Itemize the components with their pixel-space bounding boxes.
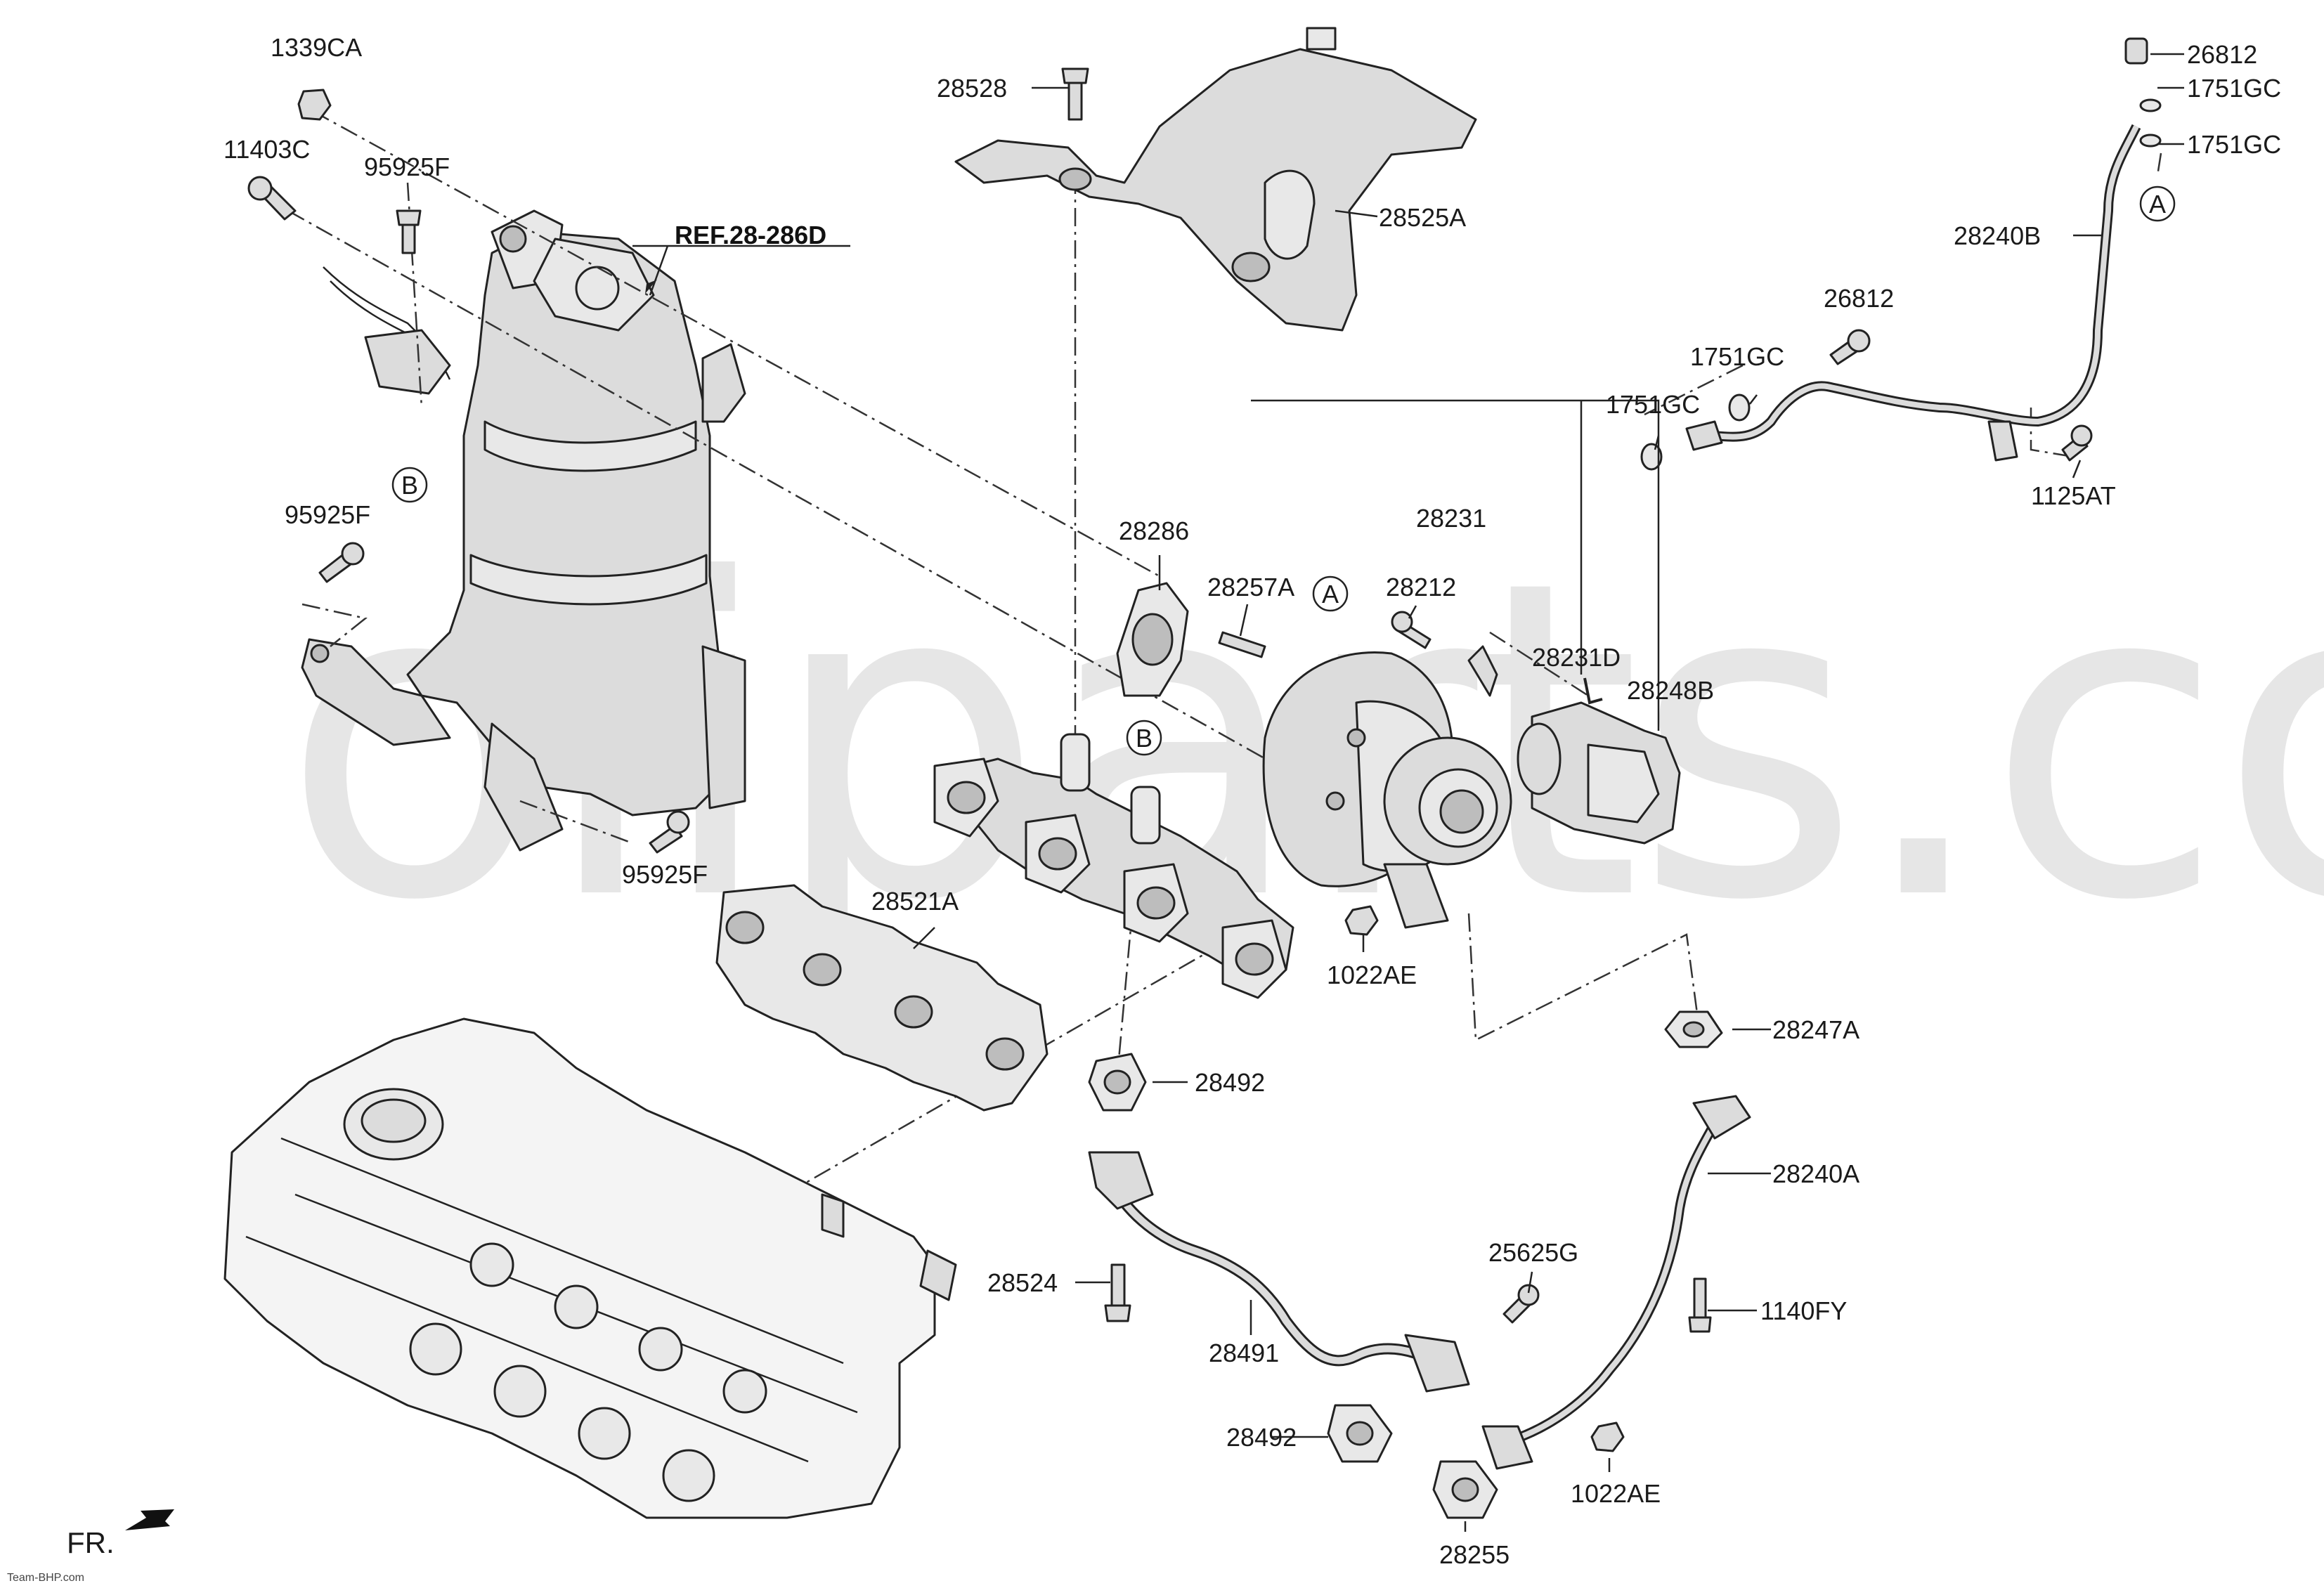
gasket-28255 [1432, 1460, 1498, 1519]
front-direction-indicator: FR. [67, 1509, 174, 1559]
label-1022AE-bot: 1022AE [1571, 1479, 1661, 1508]
footer-brand: Team-BHP.com [7, 1572, 84, 1584]
label-1125AT: 1125AT [2031, 481, 2116, 510]
label-1140FY: 1140FY [1760, 1296, 1847, 1325]
turbo-gasket [1116, 582, 1189, 697]
label-28525A: 28525A [1379, 203, 1466, 232]
label-28231: 28231 [1416, 504, 1486, 533]
label-28255: 28255 [1439, 1540, 1510, 1569]
label-28212: 28212 [1386, 573, 1456, 601]
nut-1339CA [297, 89, 332, 121]
label-95925F-mid: 95925F [285, 500, 370, 529]
callout-a-top-right: A [2139, 186, 2176, 222]
label-26812-mid: 26812 [1824, 284, 1894, 313]
bolt-95925F-mid [318, 542, 365, 583]
turbocharger [1262, 645, 1512, 929]
manifold-gasket [715, 884, 1049, 1112]
label-1022AE-top: 1022AE [1327, 961, 1417, 989]
label-28248B: 28248B [1627, 676, 1714, 705]
front-label: FR. [67, 1526, 115, 1559]
label-28491: 28491 [1209, 1339, 1279, 1367]
label-1751GC-2: 1751GC [2187, 130, 2281, 159]
label-1751GC-3: 1751GC [1690, 342, 1784, 371]
label-1339CA: 1339CA [271, 33, 362, 62]
label-28231D: 28231D [1532, 643, 1621, 672]
svg-text:A: A [2149, 190, 2166, 219]
bolt-28212 [1391, 611, 1432, 649]
alignment-line [1489, 631, 1589, 697]
bolt-95925F-bot [649, 810, 690, 854]
leader-lines [632, 53, 2184, 1532]
oil-feed-pipe [1685, 37, 2162, 462]
bolt-28528 [1061, 67, 1089, 121]
label-28528: 28528 [937, 74, 1007, 103]
wastegate-actuator [1517, 701, 1681, 845]
cylinder-head [223, 1017, 957, 1519]
gasket-28492-top [1088, 1053, 1147, 1112]
label-28247A: 28247A [1772, 1015, 1859, 1044]
label-28257A: 28257A [1207, 573, 1294, 601]
nut-1022AE-bot [1590, 1421, 1625, 1452]
washer-1751GC-4 [1640, 443, 1663, 471]
label-28240A: 28240A [1772, 1159, 1859, 1188]
bolt-1140FY [1688, 1277, 1712, 1333]
front-arrow-icon [125, 1509, 174, 1530]
svg-text:A: A [1322, 580, 1339, 608]
nut-1022AE-top [1344, 905, 1379, 936]
alignment-line [519, 800, 633, 845]
label-95925F-top: 95925F [364, 152, 450, 181]
gasket-28247A [1664, 1010, 1723, 1048]
gasket-28492-bottom [1327, 1404, 1393, 1463]
ref-label: REF.28-286D [675, 221, 826, 249]
alignment-line [287, 209, 1329, 795]
svg-text:B: B [1136, 724, 1153, 753]
svg-text:B: B [401, 471, 418, 500]
bolt-11403C [247, 176, 297, 221]
exhaust-manifold [933, 733, 1294, 999]
callout-b-manifold: B [1126, 720, 1162, 756]
bolt-25625G [1502, 1284, 1540, 1324]
oil-return-pipe [1481, 1095, 1751, 1470]
label-28240B: 28240B [1954, 221, 2041, 250]
label-28286: 28286 [1119, 516, 1189, 545]
label-11403C: 11403C [223, 135, 310, 164]
alignment-line [1467, 913, 1702, 1041]
label-26812-top: 26812 [2187, 40, 2257, 69]
clip-28231D [1583, 677, 1603, 705]
label-28492-bot: 28492 [1226, 1423, 1297, 1452]
label-25625G: 25625G [1488, 1238, 1578, 1267]
callout-a-turbo: A [1312, 575, 1349, 612]
alignment-line [2156, 152, 2162, 176]
label-28492-top: 28492 [1195, 1068, 1265, 1097]
washer-1751GC-3 [1728, 393, 1751, 422]
heat-shield [954, 27, 1477, 332]
label-95925F-bot: 95925F [622, 860, 708, 889]
label-1751GC-4: 1751GC [1606, 390, 1700, 419]
catalytic-converter [301, 209, 746, 852]
bolt-26812-mid [1829, 329, 1871, 365]
bolt-1125AT [2061, 424, 2093, 462]
callout-b-left: B [391, 467, 428, 503]
label-28524: 28524 [987, 1268, 1058, 1297]
alignment-line [301, 603, 368, 647]
stud [1218, 631, 1266, 658]
label-28521A: 28521A [871, 887, 959, 916]
bolt-95925F-top [396, 209, 422, 254]
bolt-28524 [1104, 1263, 1131, 1322]
water-pipe [1088, 1151, 1470, 1393]
label-1751GC-1: 1751GC [2187, 74, 2281, 103]
